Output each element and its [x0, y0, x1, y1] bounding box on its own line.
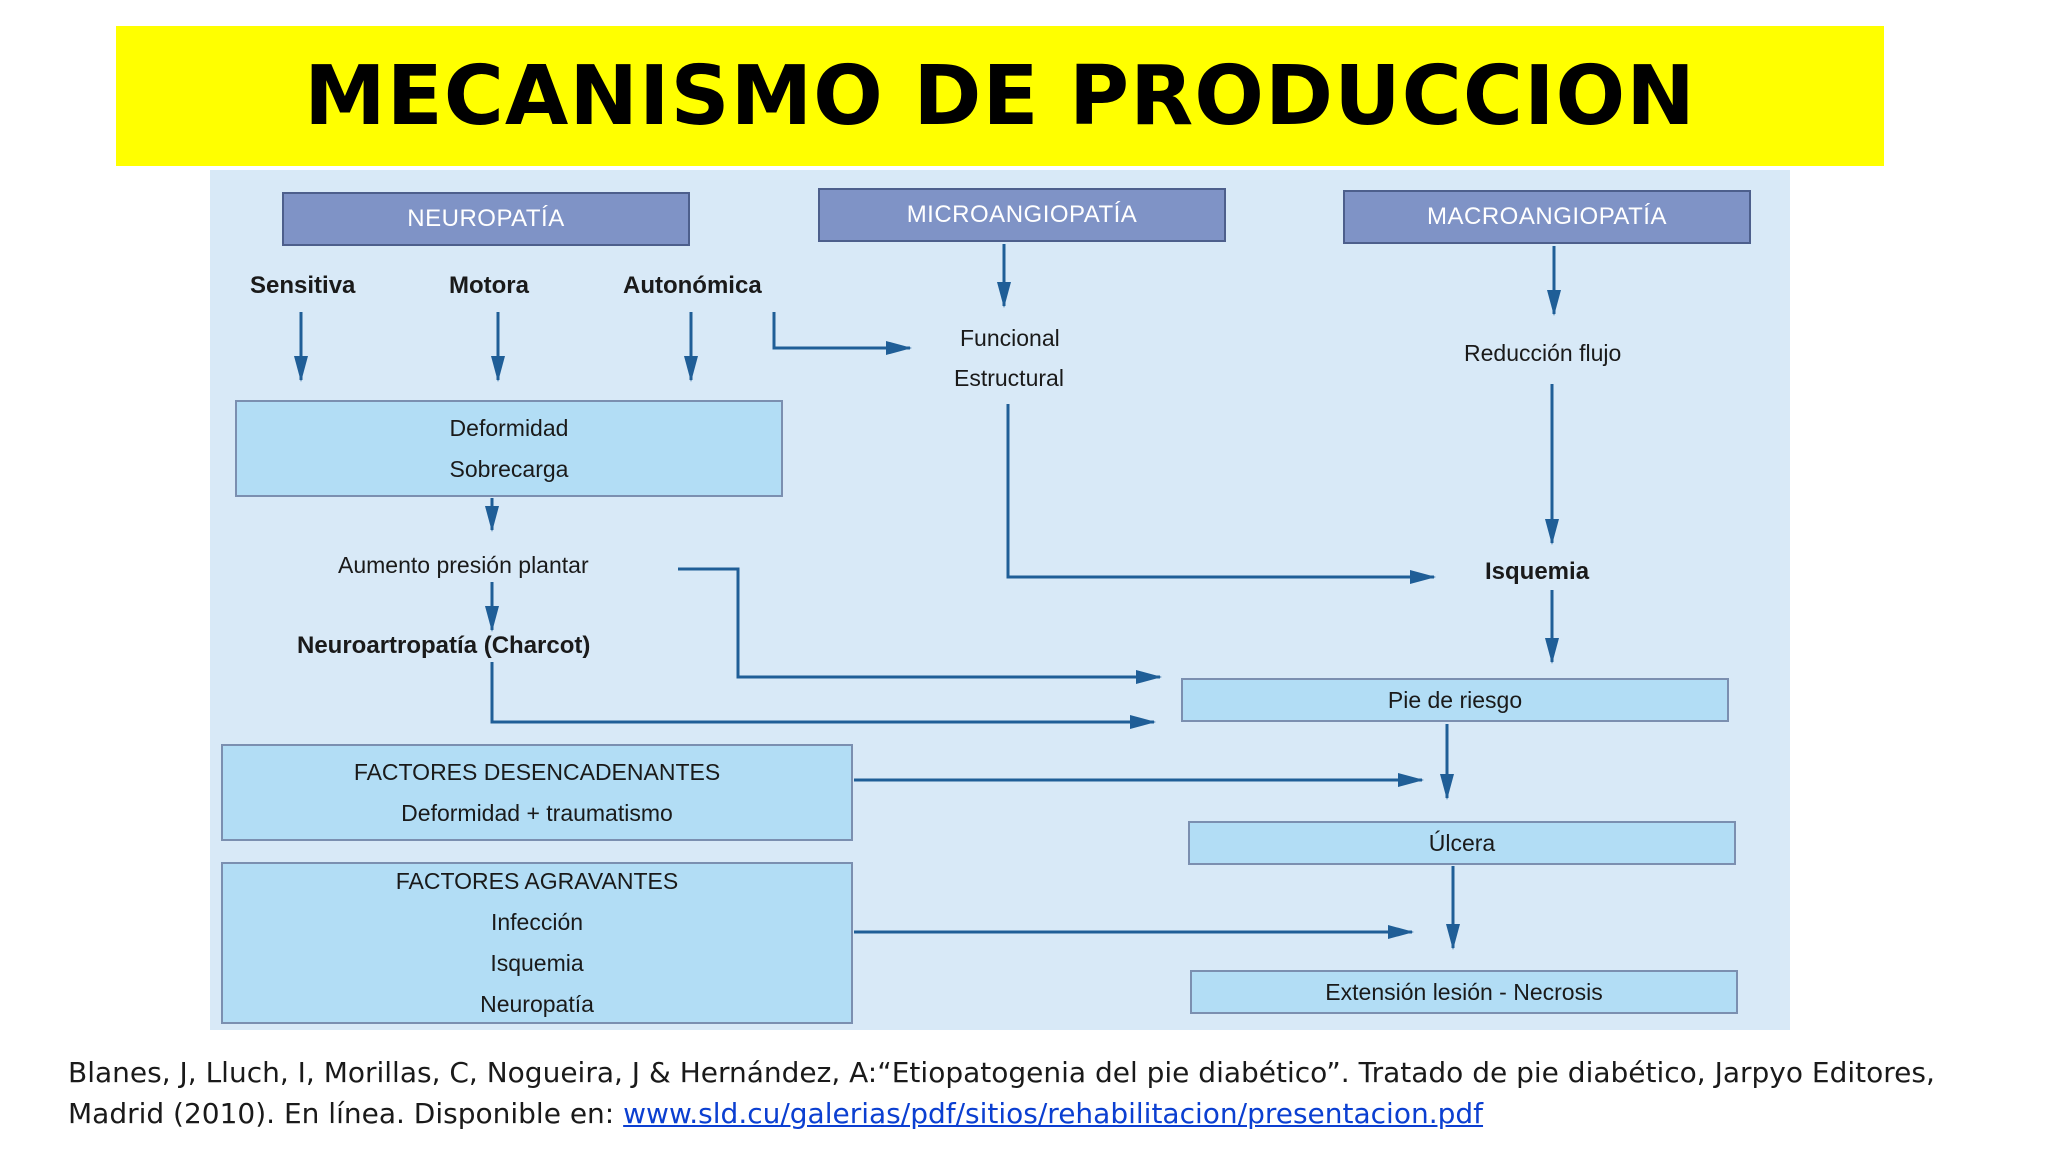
reduccion-flujo-label: Reducción flujo [1464, 340, 1622, 366]
estructural-label: Estructural [954, 365, 1064, 391]
arrow-estructural-isquemia [1006, 404, 1436, 584]
factores-desencadenantes-text: Deformidad + traumatismo [401, 799, 673, 826]
neuroartropatia-label: Neuroartropatía (Charcot) [297, 632, 591, 659]
factores-agravantes-item: Infección [490, 909, 584, 935]
reference-link[interactable]: www.sld.cu/galerias/pdf/sitios/rehabilit… [623, 1097, 1484, 1130]
pie-de-riesgo-box: Pie de riesgo [1181, 678, 1729, 722]
macroangiopatia-header: MACROANGIOPATÍA [1343, 190, 1751, 244]
deformidad-sobrecarga-box: Deformidad Sobrecarga [235, 400, 783, 497]
autonomica-label: Autonómica [623, 272, 762, 299]
reference-text: Blanes, J, Lluch, I, Morillas, C, Noguei… [68, 1056, 1935, 1130]
factores-agravantes-box: FACTORES AGRAVANTES Infección Isquemia N… [221, 862, 853, 1024]
sobrecarga-text: Sobrecarga [449, 455, 569, 482]
extension-box: Extensión lesión - Necrosis [1190, 970, 1738, 1014]
factores-agravantes-title: FACTORES AGRAVANTES [395, 868, 679, 894]
arrow-autonomica-funcional [772, 312, 912, 355]
factores-desencadenantes-box: FACTORES DESENCADENANTES Deformidad + tr… [221, 744, 853, 841]
ulcera-box: Úlcera [1188, 821, 1736, 865]
title-banner: MECANISMO DE PRODUCCION [116, 26, 1884, 166]
neuropatia-header: NEUROPATÍA [282, 192, 690, 246]
aumento-presion-label: Aumento presión plantar [338, 552, 589, 578]
extension-text: Extensión lesión - Necrosis [1325, 978, 1603, 1005]
sensitiva-label: Sensitiva [250, 272, 356, 299]
motora-label: Motora [449, 272, 529, 299]
factores-desencadenantes-title: FACTORES DESENCADENANTES [353, 758, 721, 785]
funcional-label: Funcional [960, 325, 1060, 351]
deformidad-text: Deformidad [449, 414, 569, 441]
microangiopatia-header: MICROANGIOPATÍA [818, 188, 1226, 242]
reference-citation: Blanes, J, Lluch, I, Morillas, C, Noguei… [68, 1052, 1968, 1134]
page-title: MECANISMO DE PRODUCCION [304, 48, 1696, 144]
arrow-aumento-pie [678, 567, 1162, 684]
arrow-neuroartropatia-pie [490, 662, 1156, 729]
ulcera-text: Úlcera [1428, 829, 1496, 856]
factores-agravantes-item: Isquemia [490, 950, 584, 976]
factores-agravantes-item: Neuropatía [480, 991, 594, 1017]
isquemia-label: Isquemia [1485, 558, 1590, 585]
pie-de-riesgo-text: Pie de riesgo [1387, 686, 1523, 713]
